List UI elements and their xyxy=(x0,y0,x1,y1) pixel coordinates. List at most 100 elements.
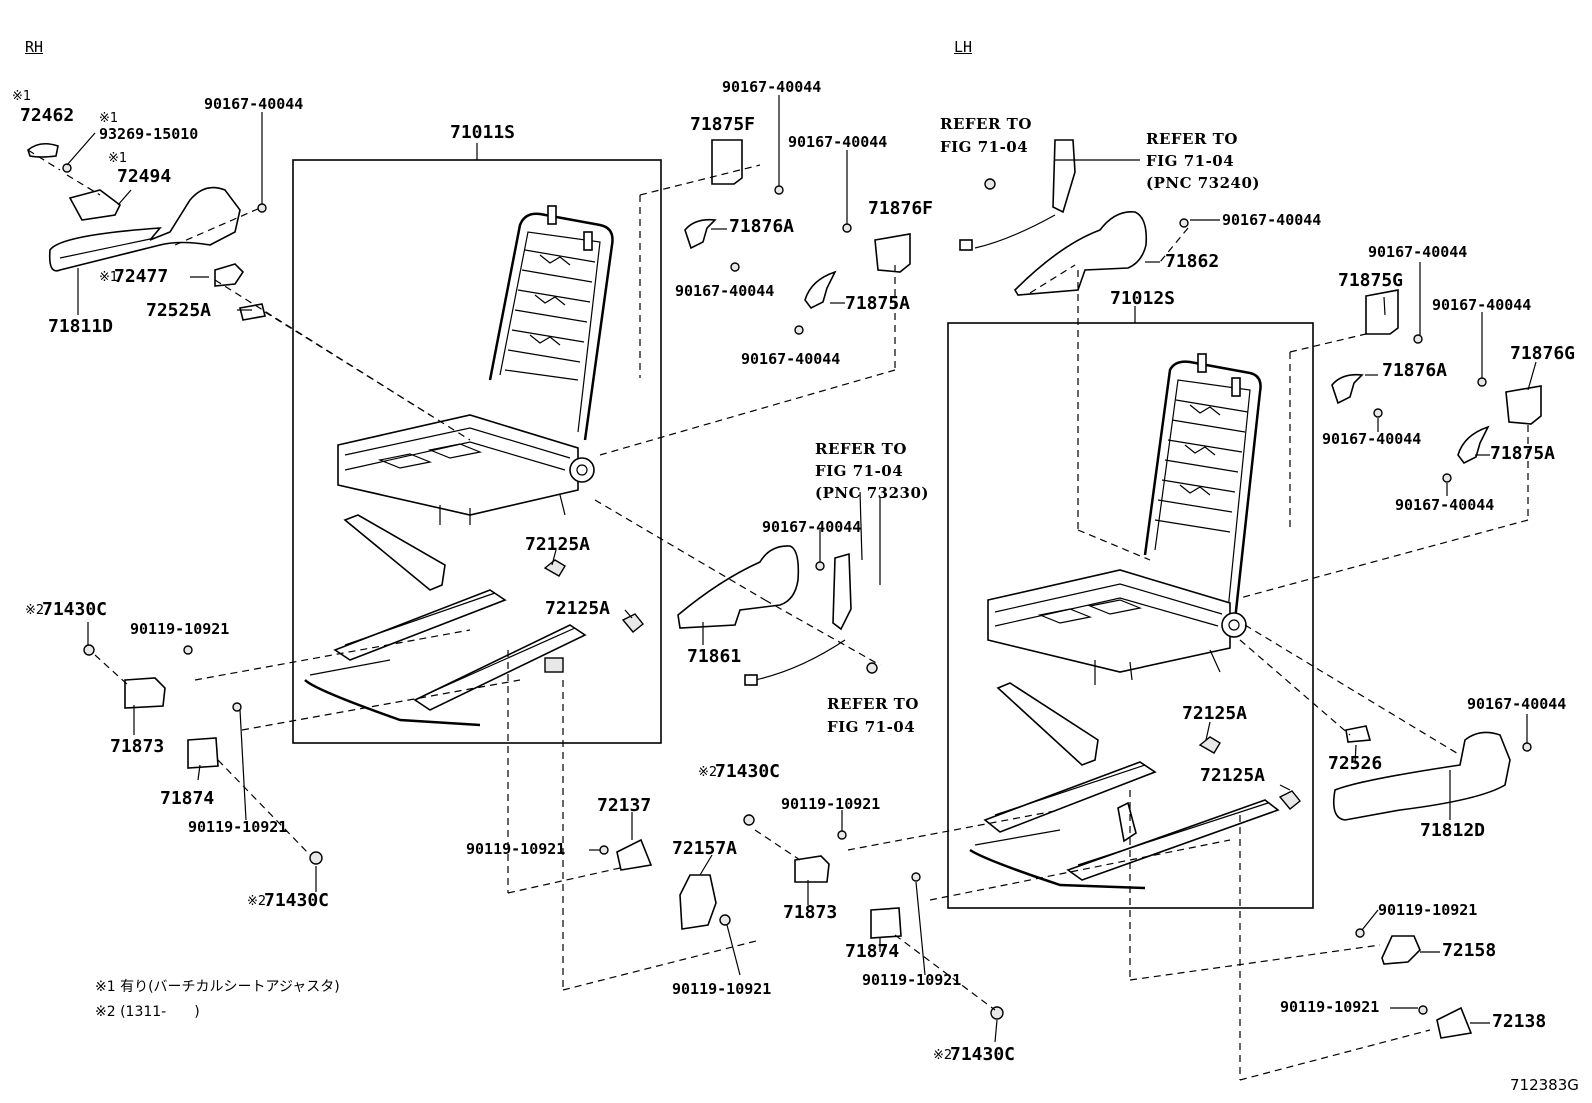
part-label-72462: 72462 xyxy=(20,105,75,126)
part-label-72157a: 72157A xyxy=(672,838,738,859)
part-label-71876a-rh: 71876A xyxy=(729,216,795,237)
refer-to-label-1c: (PNC 73230) xyxy=(815,484,930,502)
part-label-90167-r2: 90167-40044 xyxy=(1368,243,1468,261)
part-label-90119-rh-1: 90119-10921 xyxy=(130,620,230,638)
part-71875a-rh xyxy=(804,270,837,310)
part-label-71875f: 71875F xyxy=(690,114,756,135)
refer-to-label-1a: REFER TO xyxy=(815,440,907,458)
part-label-71874-lh: 71874 xyxy=(845,941,900,962)
part-label-72138: 72138 xyxy=(1492,1011,1547,1032)
part-label-90167-r5: 90167-40044 xyxy=(1395,496,1495,514)
part-72462 xyxy=(27,142,59,158)
buckle-lh xyxy=(1052,139,1076,214)
part-label-90119-c3: 90119-10921 xyxy=(466,840,566,858)
footnote-1: ※1 有り(バーチカルシートアジャスタ) xyxy=(95,979,340,995)
part-label-71876a-lh: 71876A xyxy=(1382,360,1448,381)
part-label-71430c-4: 71430C xyxy=(950,1044,1016,1065)
refer-to-label-4c: (PNC 73240) xyxy=(1146,174,1261,192)
part-label-72494: 72494 xyxy=(117,166,172,187)
part-label-72125a-rh-2: 72125A xyxy=(545,598,611,619)
part-72158 xyxy=(1381,935,1421,965)
cover-71811d xyxy=(48,186,241,272)
part-72138 xyxy=(1436,1006,1473,1039)
part-71876g xyxy=(1505,385,1542,425)
part-71876a-rh xyxy=(684,218,717,250)
mark-71430c-3: ※2 xyxy=(698,765,718,780)
mark-72494: ※1 xyxy=(108,151,128,166)
dashed-guides xyxy=(27,149,1529,1081)
part-label-71012s: 71012S xyxy=(1110,288,1176,309)
seat-frame-lh xyxy=(987,353,1262,685)
cover-71812d xyxy=(1332,731,1511,821)
part-label-71875a-lh: 71875A xyxy=(1490,443,1556,464)
part-label-90119-c5: 90119-10921 xyxy=(781,795,881,813)
part-label-72137: 72137 xyxy=(597,795,652,816)
part-label-90167-rh-top: 90167-40044 xyxy=(204,95,304,113)
mark-93269: ※1 xyxy=(99,111,119,126)
refer-to-label-2a: REFER TO xyxy=(827,695,919,713)
part-label-90167-c4: 90167-40044 xyxy=(741,350,841,368)
part-label-90167-c5: 90167-40044 xyxy=(762,518,862,536)
part-71874-lh xyxy=(870,907,902,939)
part-72157a xyxy=(679,874,717,930)
part-label-71430c-2: 71430C xyxy=(264,890,330,911)
part-label-90167-r1: 90167-40044 xyxy=(1222,211,1322,229)
part-label-90119-r7: 90119-10921 xyxy=(1378,901,1478,919)
side-label-lh: LH xyxy=(954,38,973,56)
refer-to-label-2b: FIG 71-04 xyxy=(827,718,916,736)
part-label-90119-r6: 90119-10921 xyxy=(862,971,962,989)
part-label-72525a: 72525A xyxy=(146,300,212,321)
part-label-71873-rh: 71873 xyxy=(110,736,165,757)
mark-72477: ※1 xyxy=(99,270,119,285)
mark-71430c-1: ※2 xyxy=(25,603,45,618)
refer-to-label-4b: FIG 71-04 xyxy=(1146,152,1235,170)
part-label-90167-c1: 90167-40044 xyxy=(722,78,822,96)
refer-to-label-4a: REFER TO xyxy=(1146,130,1238,148)
part-71862 xyxy=(1013,211,1148,296)
part-71861 xyxy=(677,545,800,629)
part-72477 xyxy=(214,263,245,287)
part-label-71875g: 71875G xyxy=(1338,270,1404,291)
footnote-2: ※2 (1311- ) xyxy=(95,1004,200,1020)
part-label-90167-c3: 90167-40044 xyxy=(675,282,775,300)
part-label-90119-c4: 90119-10921 xyxy=(672,980,772,998)
refer-to-label-3a: REFER TO xyxy=(940,115,1032,133)
figure-code: 712383G xyxy=(1510,1076,1579,1094)
part-label-90119-r8: 90119-10921 xyxy=(1280,998,1380,1016)
part-label-72526: 72526 xyxy=(1328,753,1383,774)
part-label-90167-r6: 90167-40044 xyxy=(1467,695,1567,713)
leader-lines xyxy=(66,95,1537,1043)
refer-to-label-3b: FIG 71-04 xyxy=(940,138,1029,156)
part-label-72158: 72158 xyxy=(1442,940,1497,961)
part-72526 xyxy=(1345,725,1372,743)
part-label-71811d: 71811D xyxy=(48,316,114,337)
seat-box-lh xyxy=(947,322,1314,909)
part-label-93269-15010: 93269-15010 xyxy=(99,125,199,143)
part-71876a-lh xyxy=(1331,373,1364,405)
part-71874-rh xyxy=(187,737,219,769)
part-71875f xyxy=(711,139,743,185)
buckle-rh xyxy=(832,552,852,631)
part-label-71430c-1: 71430C xyxy=(42,599,108,620)
part-71873-rh xyxy=(124,677,166,709)
part-label-71875a-rh: 71875A xyxy=(845,293,911,314)
part-label-90119-rh-2: 90119-10921 xyxy=(188,818,288,836)
part-label-71861: 71861 xyxy=(687,646,742,667)
part-label-72477: 72477 xyxy=(114,266,169,287)
seat-frame-rh xyxy=(337,205,614,525)
part-label-71430c-3: 71430C xyxy=(715,761,781,782)
part-72525a xyxy=(239,303,266,321)
seat-rails-rh xyxy=(304,514,644,727)
part-label-71812d: 71812D xyxy=(1420,820,1486,841)
part-label-71874-rh: 71874 xyxy=(160,788,215,809)
side-label-rh: RH xyxy=(25,38,44,56)
part-label-71873-lh: 71873 xyxy=(783,902,838,923)
part-label-71876f: 71876F xyxy=(868,198,934,219)
part-label-72125a-lh-1: 72125A xyxy=(1182,703,1248,724)
part-71873-lh xyxy=(794,855,830,883)
part-72494 xyxy=(68,189,122,221)
part-72137 xyxy=(616,838,653,871)
part-label-71876g: 71876G xyxy=(1510,343,1576,364)
